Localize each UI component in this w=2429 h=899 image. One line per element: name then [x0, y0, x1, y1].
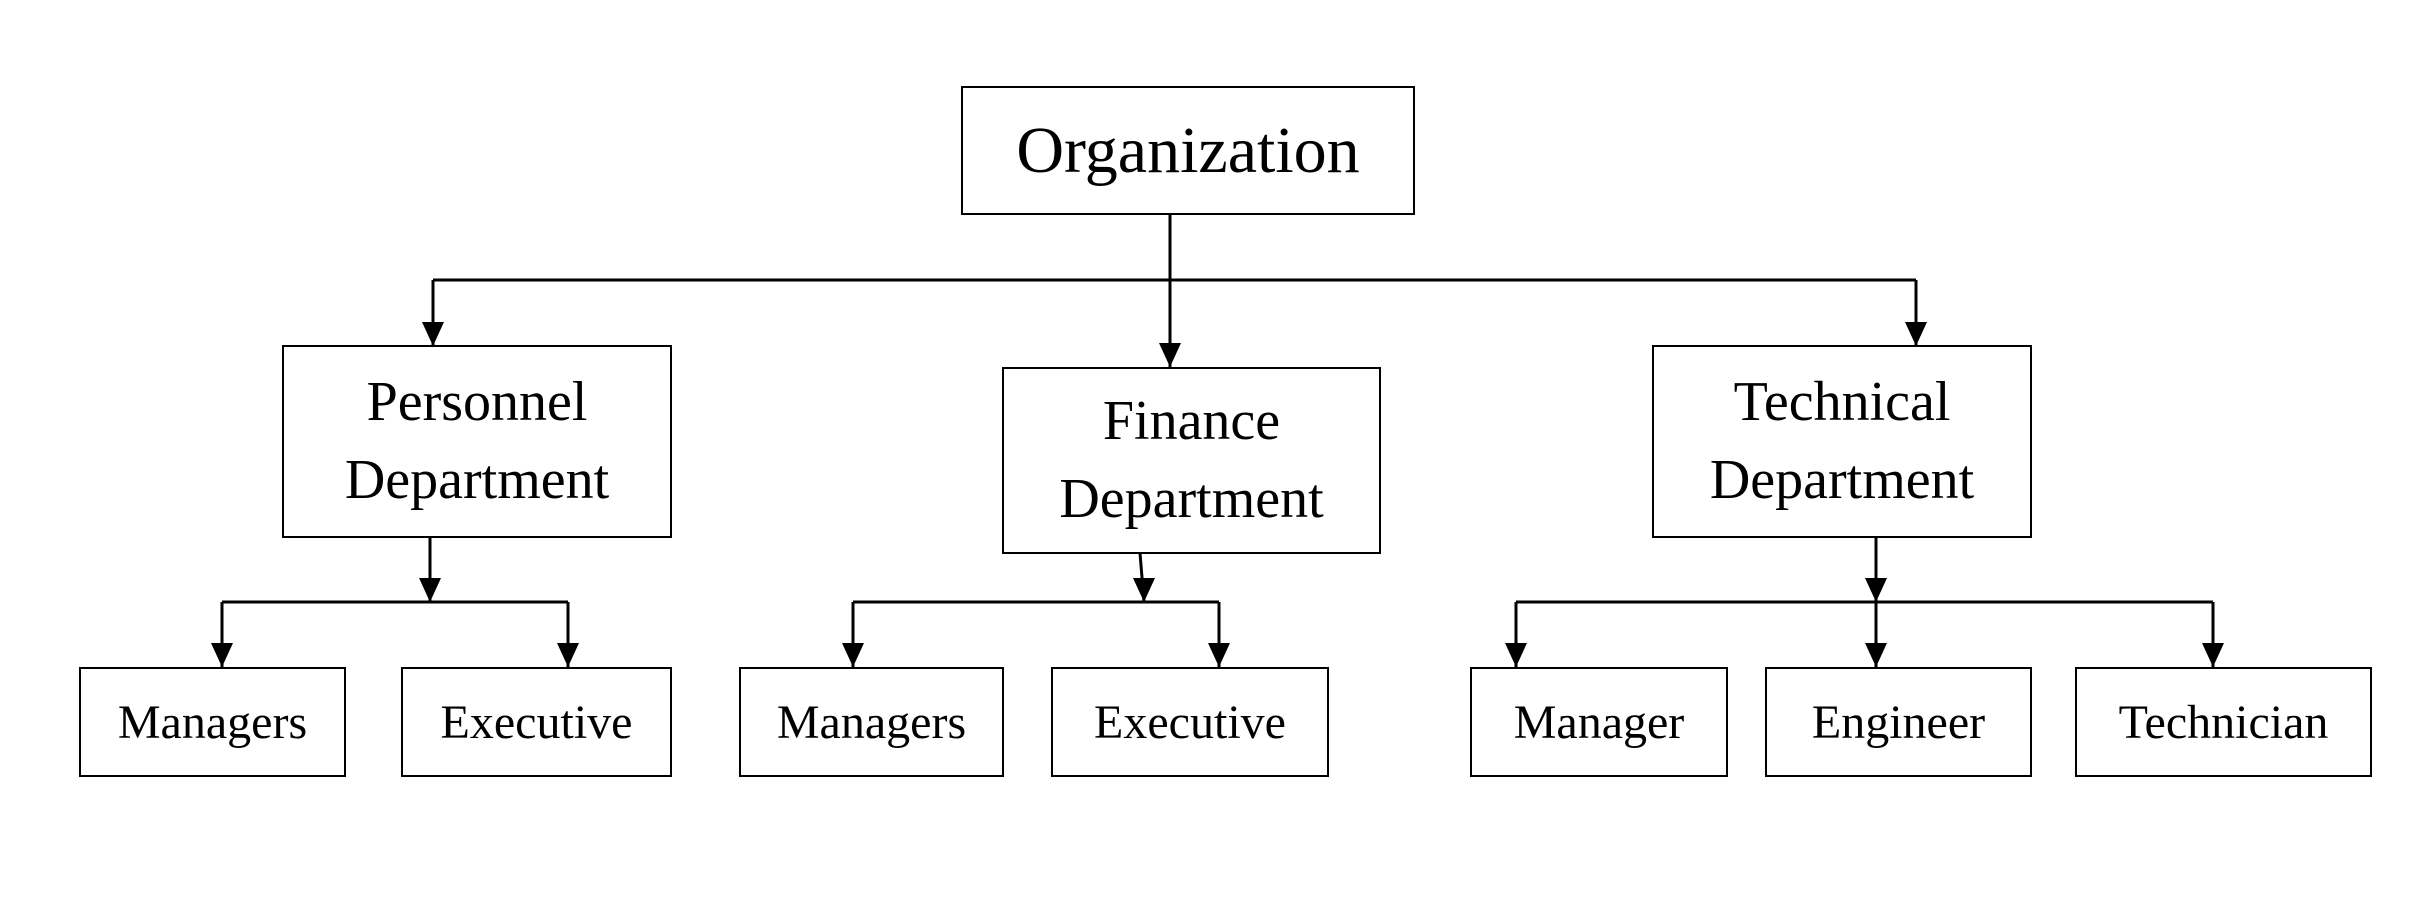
technical-technician-node: Technician — [2075, 667, 2372, 777]
personnel-executive-label: Executive — [440, 695, 633, 749]
technical-department-node: Technical Department — [1652, 345, 2032, 538]
organization-label: Organization — [1016, 113, 1360, 187]
personnel-label-line1: Personnel — [366, 371, 588, 434]
finance-executive-label: Executive — [1094, 695, 1286, 749]
technical-engineer-node: Engineer — [1765, 667, 2032, 777]
arrowhead-personnel-managers — [211, 643, 233, 667]
arrowhead-technical — [1905, 322, 1927, 346]
personnel-label-line2: Department — [344, 448, 610, 511]
arrowhead-personnel-executive — [557, 643, 579, 667]
personnel-managers-node: Managers — [79, 667, 346, 777]
finance-department-node: Finance Department — [1002, 367, 1381, 554]
arrowhead-technical-manager — [1505, 643, 1527, 667]
technical-engineer-label: Engineer — [1811, 695, 1986, 749]
technical-label-line1: Technical — [1733, 371, 1951, 434]
finance-managers-label: Managers — [776, 695, 967, 749]
technical-label-line2: Department — [1709, 448, 1975, 511]
arrowhead-finance — [1159, 343, 1181, 367]
arrowhead-finance-trunk — [1133, 578, 1155, 602]
personnel-managers-label: Managers — [117, 695, 308, 749]
arrowhead-personnel-trunk — [419, 578, 441, 602]
organization-node: Organization — [961, 86, 1415, 215]
finance-executive-node: Executive — [1051, 667, 1329, 777]
finance-managers-node: Managers — [739, 667, 1004, 777]
arrowhead-finance-executive — [1208, 643, 1230, 667]
personnel-department-node: Personnel Department — [282, 345, 672, 538]
technical-manager-node: Manager — [1470, 667, 1728, 777]
finance-label-line1: Finance — [1102, 390, 1281, 453]
finance-label-line2: Department — [1059, 467, 1324, 530]
arrowhead-technical-technician — [2202, 643, 2224, 667]
arrowhead-technical-engineer — [1865, 643, 1887, 667]
technical-manager-label: Manager — [1513, 695, 1685, 749]
personnel-executive-node: Executive — [401, 667, 672, 777]
arrowhead-technical-trunk — [1865, 578, 1887, 602]
arrowhead-finance-managers — [842, 643, 864, 667]
arrowhead-personnel — [422, 322, 444, 346]
technical-technician-label: Technician — [2118, 695, 2329, 749]
